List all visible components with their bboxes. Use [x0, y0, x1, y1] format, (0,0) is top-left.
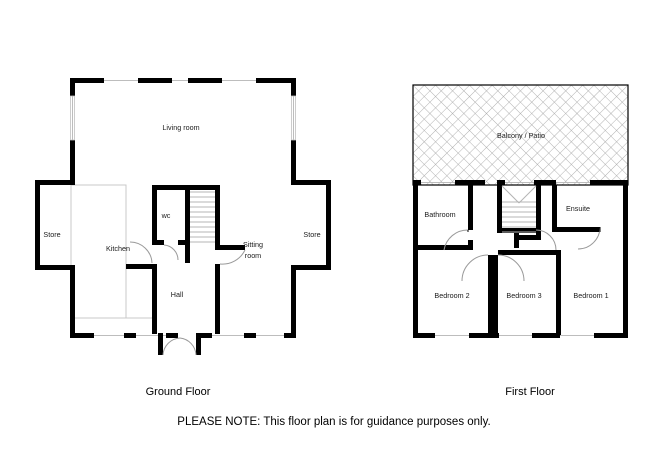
ground-floor-caption: Ground Floor	[146, 386, 211, 398]
door-sitting-room	[219, 249, 246, 265]
door-wc	[163, 244, 179, 261]
stair-treads-first	[501, 185, 537, 233]
first-floor-wall-top	[413, 180, 628, 185]
window-left-upper	[70, 95, 75, 141]
window-right-upper	[291, 95, 296, 141]
room-label-store-left: Store	[43, 230, 60, 239]
exterior-wall-left-lower	[70, 268, 75, 338]
store-left-walls	[35, 180, 75, 270]
balcony-hatch-rect	[412, 84, 629, 186]
door-bathroom	[443, 229, 469, 251]
door-bedroom-3	[497, 254, 525, 282]
ensuite-walls	[552, 185, 600, 232]
door-kitchen-hall	[129, 241, 153, 264]
exterior-wall-bottom	[70, 333, 296, 338]
room-label-hall: Hall	[171, 290, 184, 299]
internal-walls-core	[126, 185, 245, 334]
room-label-wc: wc	[161, 211, 171, 220]
room-label-sitting-room-line1: Sitting	[243, 240, 263, 249]
store-right-walls	[291, 180, 331, 270]
room-label-ensuite: Ensuite	[566, 204, 590, 213]
door-bedroom-2	[461, 254, 489, 282]
bathroom-walls	[413, 185, 473, 250]
room-label-balcony-patio: Balcony / Patio	[497, 131, 545, 140]
kitchen-units	[70, 184, 152, 319]
room-label-living-room: Living room	[162, 123, 199, 132]
room-label-sitting-room-line2: room	[245, 251, 261, 260]
exterior-wall-right-upper	[291, 78, 296, 185]
exterior-wall-top	[70, 78, 296, 83]
room-label-bedroom-3: Bedroom 3	[506, 291, 541, 300]
disclaimer-note: PLEASE NOTE: This floor plan is for guid…	[177, 416, 490, 428]
staircase-ground	[190, 190, 215, 245]
bedroom-partition-walls	[488, 250, 561, 335]
door-bedroom-1	[535, 229, 557, 251]
first-floor-caption: First Floor	[505, 386, 555, 398]
room-label-kitchen: Kitchen	[106, 244, 130, 253]
door-ensuite	[577, 226, 601, 250]
room-label-bathroom: Bathroom	[424, 210, 455, 219]
room-label-bedroom-2: Bedroom 2	[434, 291, 469, 300]
exterior-wall-right-lower	[291, 268, 296, 338]
first-floor-wall-bottom	[413, 333, 628, 338]
room-label-bedroom-1: Bedroom 1	[573, 291, 608, 300]
staircase-first	[497, 185, 541, 248]
entrance-porch	[158, 333, 201, 356]
exterior-wall-left-upper	[70, 78, 75, 185]
first-floor-plan: Balcony / Patio Bathroom Ensuite Bedroom…	[412, 84, 629, 338]
balcony-patio-area	[412, 84, 629, 186]
first-floor-exterior-walls	[413, 185, 628, 338]
room-label-store-right: Store	[303, 230, 320, 239]
ground-floor-plan: Living room Kitchen wc Hall Sitting room…	[35, 78, 331, 356]
